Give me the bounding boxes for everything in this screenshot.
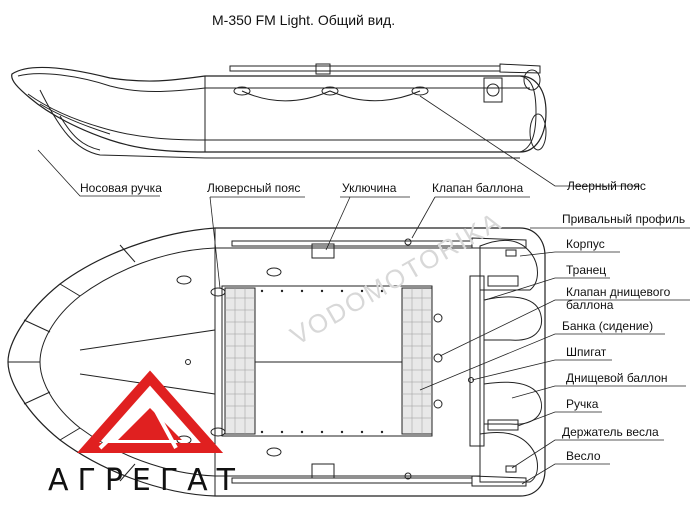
agregat-logo-mark [76,370,224,453]
label-klapan-dnischevogo: Клапан днищевого [566,285,671,299]
label-dnischevoy-ballon: Днищевой баллон [566,371,668,385]
label-leerny-poyas: Леерный пояс [567,179,646,193]
label-klapan-ballona: Клапан баллона [432,181,524,195]
agregat-logo-text: АГРЕГАТ [48,463,245,498]
label-uklyuchina: Уключина [342,181,397,195]
label-klapan-dnischevogo-2: баллона [566,298,614,312]
label-nosovaya-ruchka: Носовая ручка [80,181,162,195]
leader-lines [37,95,690,485]
side-view [11,63,547,159]
label-shpigat: Шпигат [566,345,607,359]
top-view [7,227,546,497]
label-banka: Банка (сидение) [562,319,654,333]
label-korpus: Корпус [566,237,605,251]
label-derzhatel-vesla: Держатель весла [562,425,659,439]
label-veslo: Весло [566,449,601,463]
label-privalny-profil: Привальный профиль [562,212,686,226]
label-ruchka: Ручка [566,397,599,411]
label-tranets: Транец [566,263,607,277]
label-lyuversny-poyas: Люверсный пояс [207,181,301,195]
diagram-title: M-350 FM Light. Общий вид. [212,12,396,28]
